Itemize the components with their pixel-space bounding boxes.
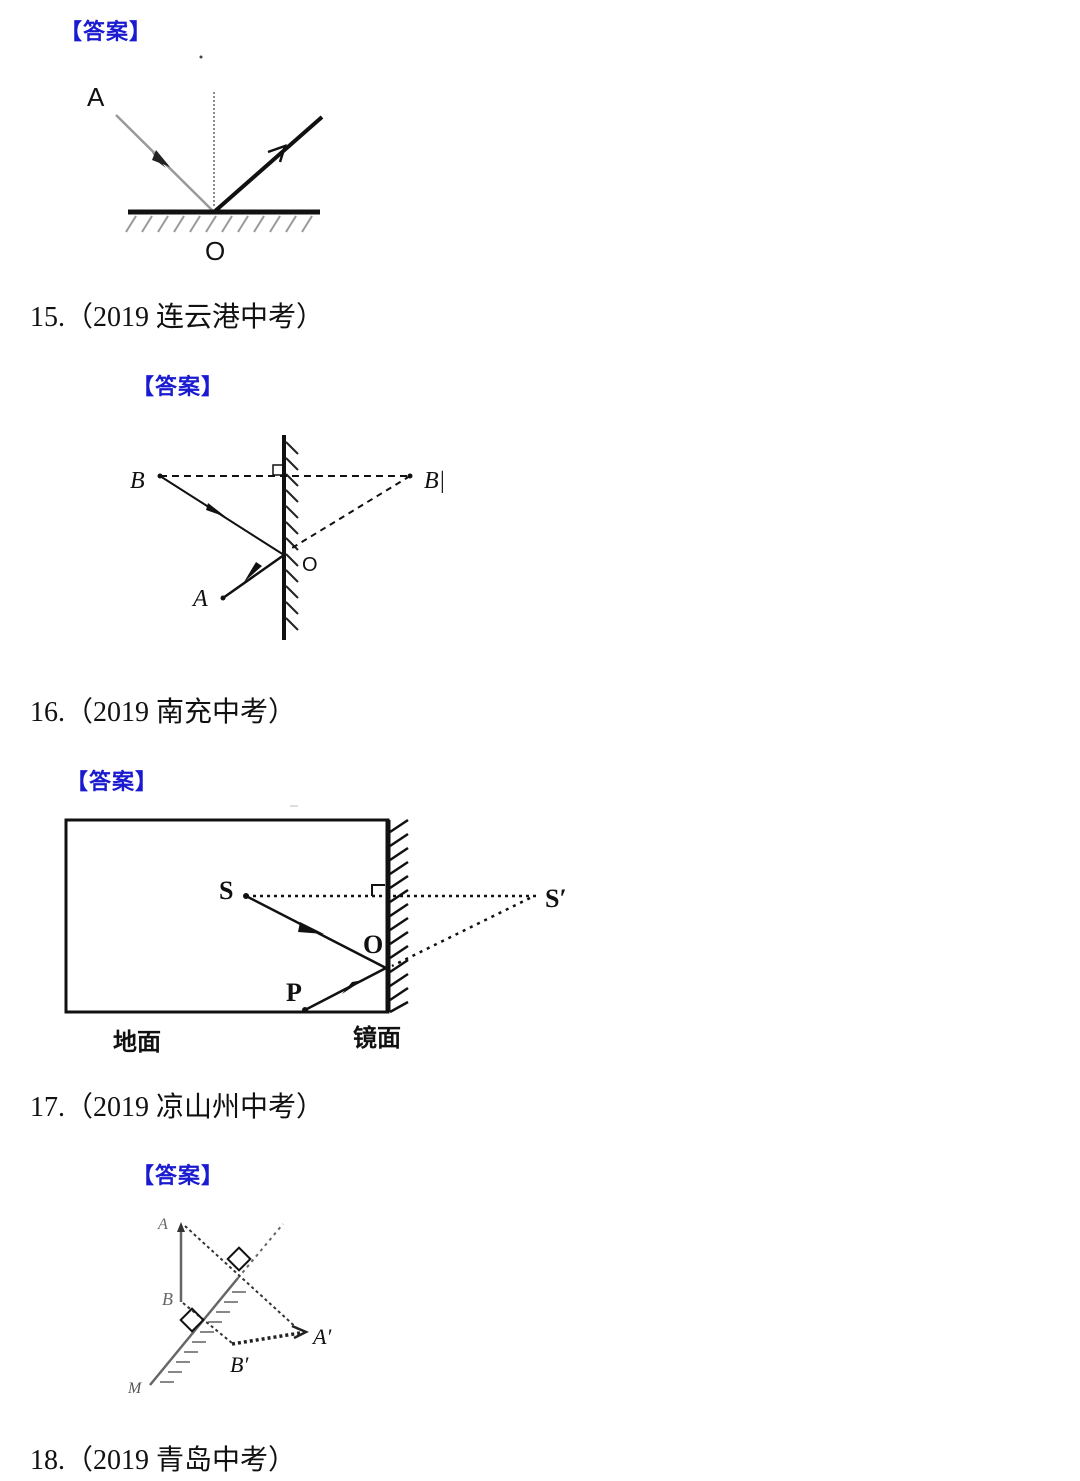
object-arrow-icon: [177, 1222, 185, 1232]
reflection-diagram-14: [115, 55, 324, 233]
room-mirror-diagram-16: [64, 805, 540, 1014]
incident-arrow-icon: [152, 150, 170, 167]
label-a: A: [158, 1216, 168, 1233]
label-o: O: [302, 554, 318, 576]
answer-label: 【答案】: [66, 770, 159, 795]
reflected-ray: [304, 966, 387, 1012]
reflected-arrow-icon: [342, 980, 363, 994]
image-arrow-icon: [291, 1324, 309, 1340]
label-s: S: [219, 876, 234, 905]
reflection-diagram-15: [157, 435, 413, 640]
label-a-prime: A′: [313, 1324, 332, 1349]
reflected-ray: [212, 115, 324, 214]
label-p: P: [286, 978, 302, 1007]
answer-label: 【答案】: [132, 1164, 225, 1189]
label-b-prime: B|: [424, 468, 446, 494]
label-o: O: [205, 236, 226, 266]
plane-mirror-image-diagram-17: [149, 1222, 309, 1386]
mirror-extension: [237, 1223, 284, 1279]
question-17-title: 17.（2019 凉山州中考）: [30, 1092, 325, 1123]
question-18-title: 18.（2019 青岛中考）: [30, 1445, 297, 1476]
label-b: B: [162, 1289, 173, 1309]
mirror-hatching: [160, 1291, 246, 1383]
stray-dot: [199, 55, 203, 59]
dashed-image-ray: [291, 475, 411, 549]
incident-arrow-icon: [206, 503, 226, 517]
image-ab: [231, 1331, 301, 1346]
reflected-arrow-icon: [244, 562, 262, 582]
dotted-bb-line: [182, 1302, 233, 1344]
label-o: O: [363, 930, 384, 959]
slanted-mirror: [149, 1277, 239, 1386]
label-ground: 地面: [113, 1028, 161, 1056]
label-s-prime: S′: [545, 884, 567, 913]
answer-label: 【答案】: [132, 375, 225, 400]
right-angle-marker: [179, 1307, 205, 1333]
label-a: A: [87, 82, 105, 112]
label-m: M: [128, 1380, 142, 1397]
right-angle-marker: [226, 1246, 252, 1272]
reflected-arrow-icon: [267, 143, 287, 163]
dotted-image-ray: [391, 896, 531, 968]
mirror-hatching: [125, 215, 313, 233]
right-angle-marker: [371, 884, 385, 896]
answer-label: 【答案】: [60, 20, 153, 45]
reflected-ray: [222, 553, 285, 600]
question-16-title: 16.（2019 南充中考）: [30, 697, 297, 728]
incident-arrow-icon: [298, 922, 324, 934]
dotted-aa-line: [184, 1225, 301, 1332]
mirror-hatching: [285, 441, 299, 631]
question-15-title: 15.（2019 连云港中考）: [30, 302, 325, 333]
label-b-prime: B′: [230, 1352, 249, 1377]
label-a: A: [193, 586, 208, 612]
mirror-hatching: [389, 818, 409, 1014]
label-b: B: [130, 468, 145, 494]
label-mirror: 镜面: [353, 1024, 401, 1052]
right-angle-marker: [272, 464, 284, 476]
